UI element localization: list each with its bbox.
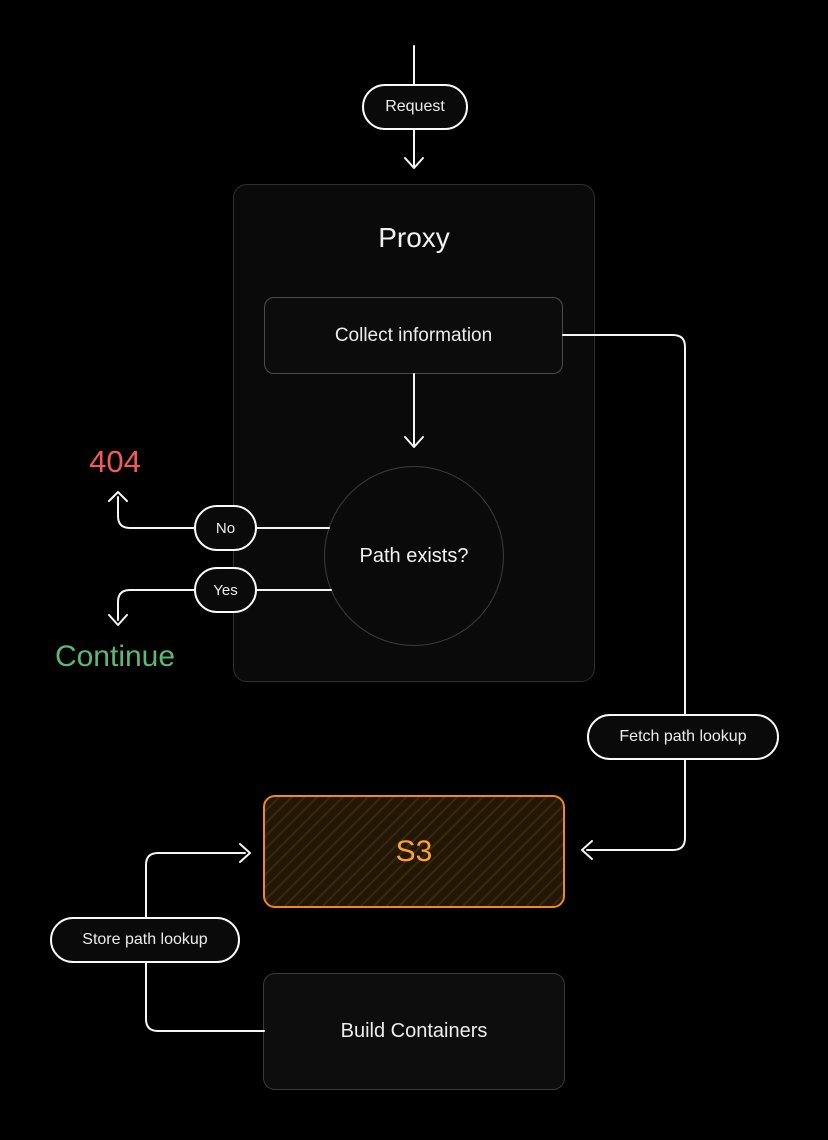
terminal-continue-label: Continue [54,640,176,673]
path-exists-decision-node: Path exists? [324,466,504,646]
arrowhead-left-s3 [581,840,593,860]
fetch-path-lookup-label: Fetch path lookup [619,728,747,745]
s3-label: S3 [395,834,433,868]
arrowhead-down-proxy [404,157,424,169]
proxy-title: Proxy [378,222,450,253]
build-containers-label: Build Containers [340,1020,488,1042]
terminal-404-label: 404 [89,444,141,479]
yes-branch-pill: Yes [194,567,257,613]
no-label: No [215,519,236,537]
arrowhead-down-continue [108,614,128,626]
arrowhead-up-404 [108,491,128,502]
store-path-lookup-label: Store path lookup [82,931,208,948]
build-containers-node: Build Containers [263,973,565,1090]
collect-information-label: Collect information [334,324,493,346]
request-label: Request [385,98,445,115]
collect-information-node: Collect information [264,297,563,374]
yes-label: Yes [213,581,238,599]
store-path-lookup-pill: Store path lookup [50,917,240,963]
fetch-path-lookup-pill: Fetch path lookup [587,714,779,760]
arrowhead-right-s3 [239,843,251,863]
s3-storage-node: S3 [263,795,565,908]
path-exists-label: Path exists? [359,544,469,567]
request-pill: Request [362,84,468,130]
no-branch-pill: No [194,505,257,551]
